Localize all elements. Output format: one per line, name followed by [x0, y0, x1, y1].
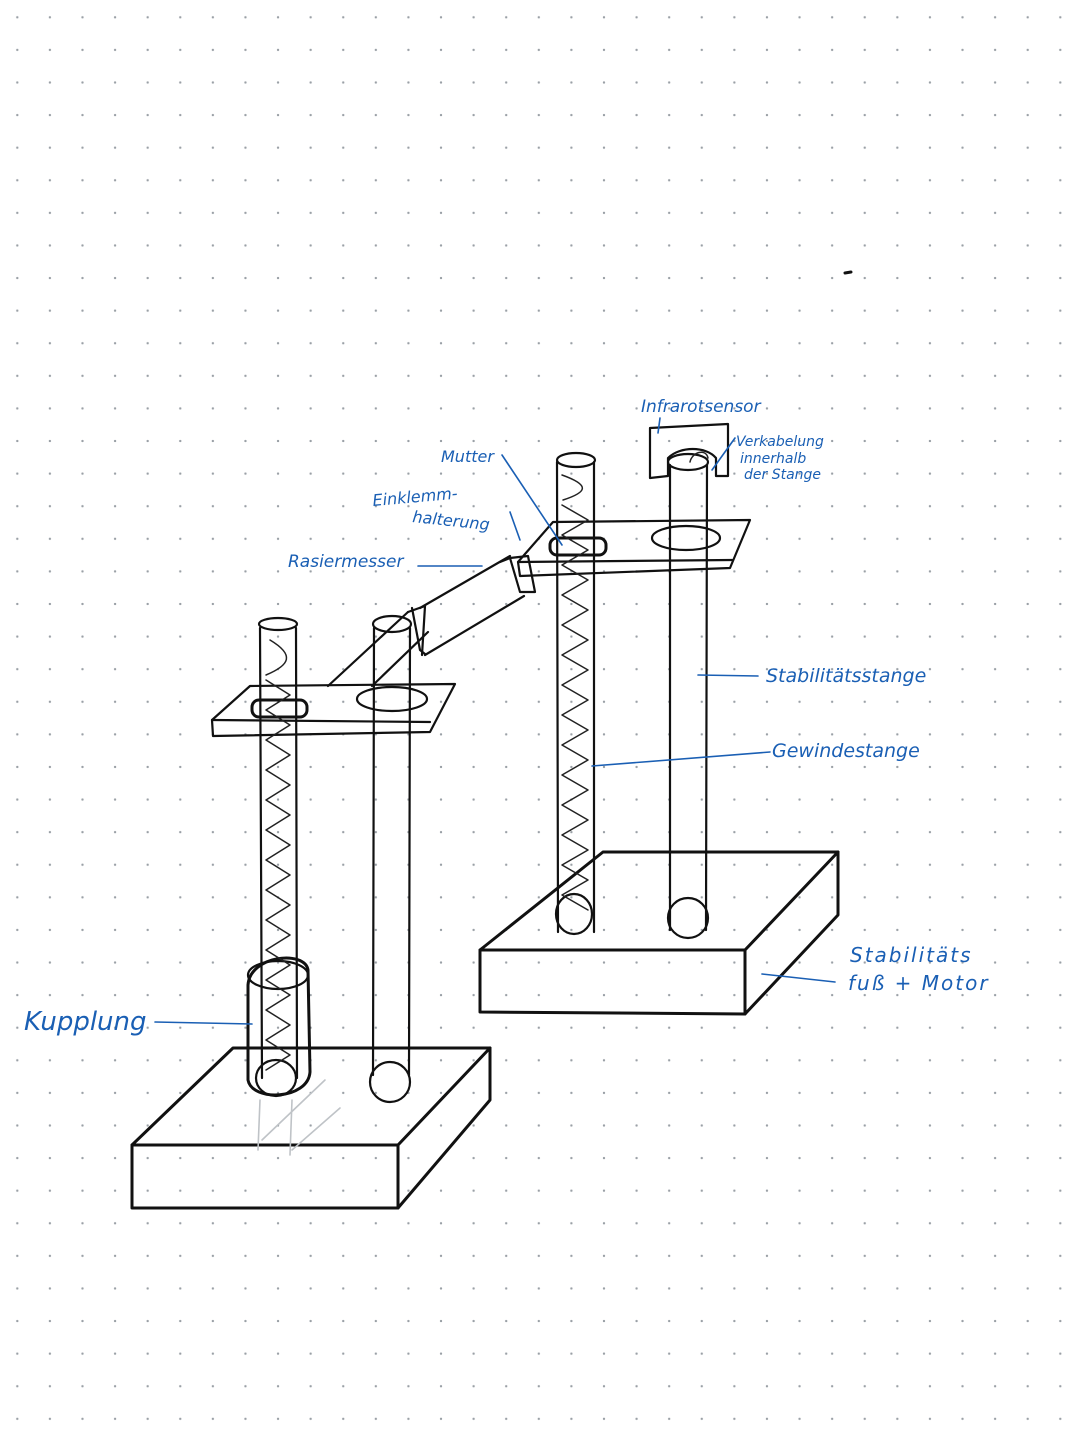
left-rod-thread	[265, 679, 291, 1071]
label-stabilitaetsfuss-line2: fuß + Motor	[848, 971, 990, 995]
label-gewindestange: Gewindestange	[772, 740, 920, 762]
stray-mark	[843, 270, 853, 275]
leader-stabilitaetsstange	[697, 674, 759, 677]
right-threaded-rod	[554, 451, 597, 936]
infrared-sensor	[648, 422, 730, 480]
label-verkabelung-line3: der Stange	[744, 467, 821, 483]
left-stability-rod	[368, 614, 413, 1104]
label-einklemm-line1: Einklemm-	[372, 484, 459, 510]
right-base	[478, 850, 840, 1016]
left-nut	[250, 698, 309, 719]
leader-verkabelung	[711, 437, 736, 471]
leader-mutter	[501, 454, 563, 546]
left-base	[130, 1046, 492, 1210]
label-verkabelung-line1: Verkabelung	[736, 434, 824, 450]
label-mutter: Mutter	[441, 447, 495, 466]
left-ghost-lines	[257, 1079, 341, 1156]
right-rod-thread	[561, 504, 589, 911]
right-assembly	[418, 422, 840, 1016]
label-stabilitaetsfuss-line1: Stabilitäts	[850, 943, 973, 967]
right-platform	[516, 518, 752, 578]
label-rasiermesser: Rasiermesser	[288, 552, 404, 572]
left-arm	[326, 604, 430, 688]
leader-einklemm	[509, 511, 521, 541]
left-threaded-rod	[257, 616, 299, 1080]
left-assembly	[130, 604, 492, 1210]
label-kupplung: Kupplung	[24, 1007, 147, 1037]
right-clamp-blade	[418, 554, 537, 657]
annotation-labels: Infrarotsensor Verkabelung innerhalb der…	[24, 397, 990, 1037]
label-verkabelung-line2: innerhalb	[740, 451, 806, 467]
leader-infrarotsensor	[657, 417, 661, 434]
label-infrarotsensor: Infrarotsensor	[641, 397, 762, 417]
leader-gewindestange	[591, 751, 771, 767]
left-platform	[210, 682, 457, 738]
leader-kupplung	[154, 1021, 253, 1025]
annotation-leaders	[154, 417, 836, 1025]
leader-stabilitaetsfuss	[761, 973, 836, 983]
label-einklemm-line2: halterung	[412, 507, 491, 534]
label-stabilitaetsstange: Stabilitätsstange	[766, 665, 926, 687]
left-coupling	[246, 956, 312, 1098]
